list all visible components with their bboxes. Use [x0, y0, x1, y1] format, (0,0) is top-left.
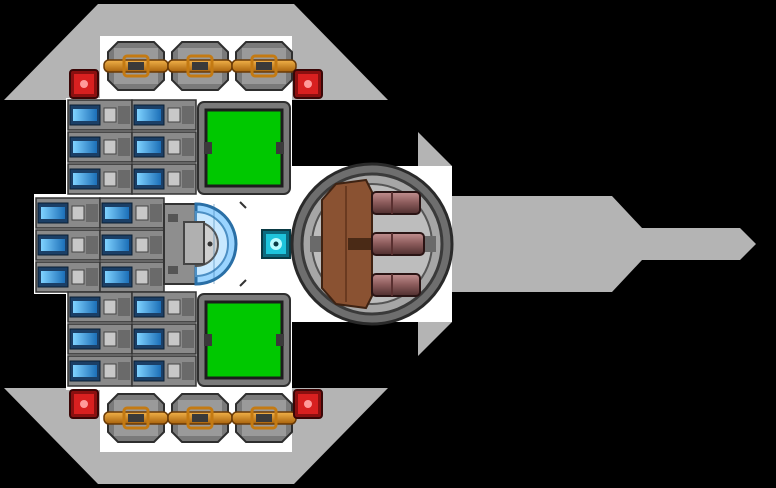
battery-bank: [35, 99, 197, 387]
red-alert-box-icon[interactable]: [69, 69, 99, 99]
engine-row-bottom: [103, 393, 297, 443]
battery-cell-icon[interactable]: [67, 99, 133, 131]
battery-cell-icon[interactable]: [67, 323, 133, 355]
green-room-icon[interactable]: [197, 293, 291, 387]
engine-pod-icon[interactable]: [103, 393, 169, 443]
engine-row-top: [103, 41, 297, 91]
engine-pod-icon[interactable]: [167, 41, 233, 91]
battery-cell-icon[interactable]: [35, 261, 101, 293]
battery-cell-icon[interactable]: [131, 291, 197, 323]
battery-cell-icon[interactable]: [99, 229, 165, 261]
triple-cannon-turret-icon[interactable]: [290, 162, 454, 326]
battery-cell-icon[interactable]: [35, 197, 101, 229]
battery-cell-icon[interactable]: [99, 261, 165, 293]
green-rooms: [197, 101, 291, 387]
engine-pod-icon[interactable]: [231, 393, 297, 443]
battery-cell-icon[interactable]: [131, 131, 197, 163]
hull-nose: [418, 132, 756, 356]
battery-cell-icon[interactable]: [131, 323, 197, 355]
cyan-core-icon[interactable]: [261, 229, 291, 259]
battery-cell-icon[interactable]: [99, 197, 165, 229]
engine-pod-icon[interactable]: [103, 41, 169, 91]
red-alert-box-icon[interactable]: [69, 389, 99, 419]
battery-cell-icon[interactable]: [67, 355, 133, 387]
battery-cell-icon[interactable]: [35, 229, 101, 261]
engine-pod-icon[interactable]: [167, 393, 233, 443]
battery-cell-icon[interactable]: [67, 291, 133, 323]
battery-cell-icon[interactable]: [131, 163, 197, 195]
hull-marks: [239, 201, 247, 287]
alert-boxes: [69, 69, 323, 419]
battery-cell-icon[interactable]: [131, 99, 197, 131]
engine-pod-icon[interactable]: [231, 41, 297, 91]
reactor-dome-icon[interactable]: [163, 202, 238, 286]
red-alert-box-icon[interactable]: [293, 69, 323, 99]
red-alert-box-icon[interactable]: [293, 389, 323, 419]
green-room-icon[interactable]: [197, 101, 291, 195]
battery-cell-icon[interactable]: [131, 355, 197, 387]
battery-cell-icon[interactable]: [67, 131, 133, 163]
battery-cell-icon[interactable]: [67, 163, 133, 195]
